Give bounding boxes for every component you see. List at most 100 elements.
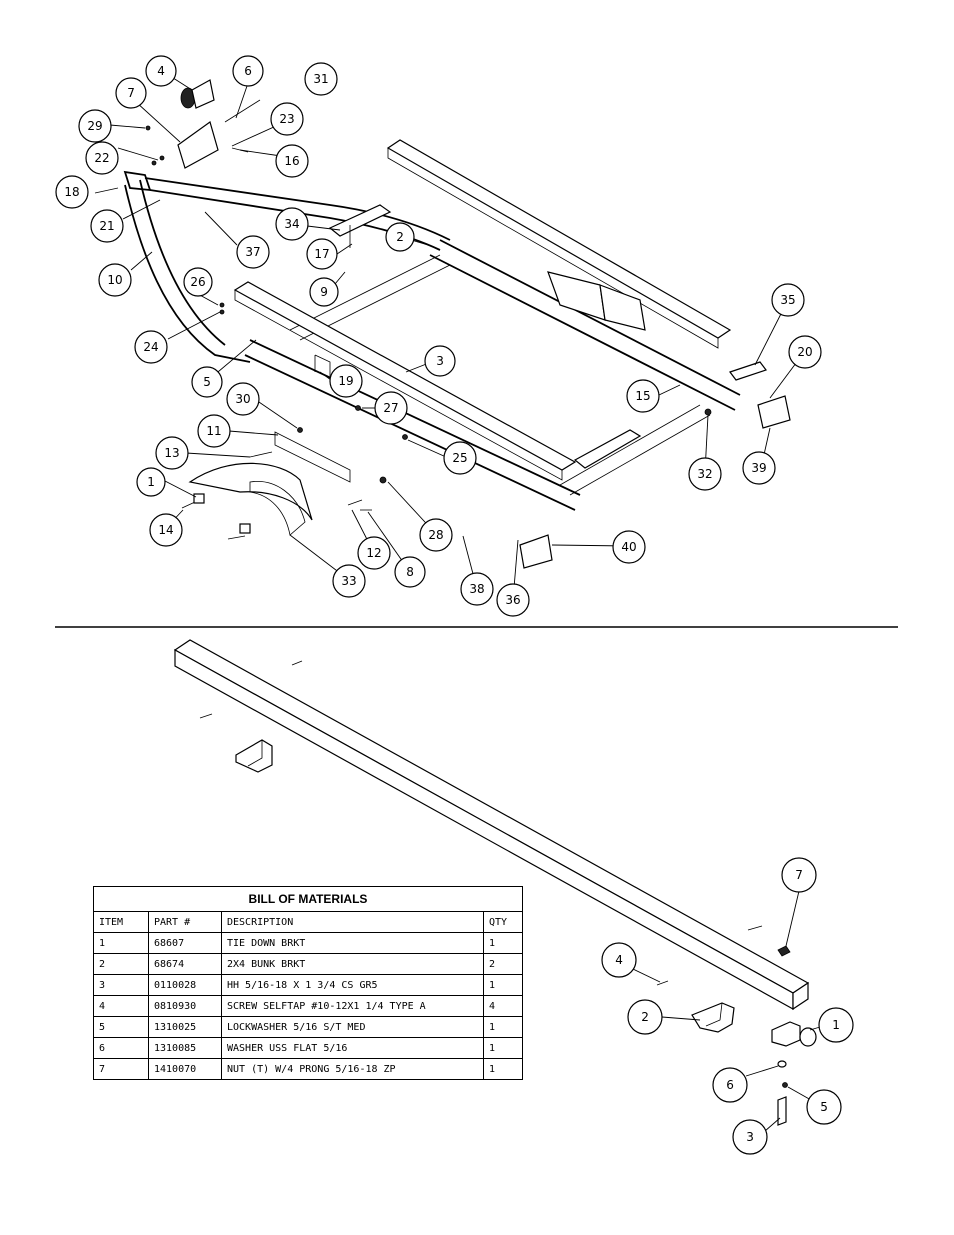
- description-cell: SCREW SELFTAP #10-12X1 1/4 TYPE A: [221, 995, 484, 1017]
- part-number-cell: 1310085: [148, 1037, 222, 1059]
- callout-balloon: 37: [236, 235, 270, 269]
- callout-balloon: 2: [627, 999, 663, 1035]
- callout-balloon: 31: [304, 62, 338, 96]
- callout-balloon: 35: [771, 283, 805, 317]
- bunk-board-detail: [173, 639, 817, 1126]
- callout-balloon: 30: [226, 382, 260, 416]
- callout-number: 12: [366, 546, 381, 560]
- callout-number: 5: [203, 375, 211, 389]
- column-header-qty: QTY: [483, 911, 523, 933]
- part-number-cell: 1410070: [148, 1058, 222, 1080]
- callout-balloon: 7: [115, 77, 147, 109]
- callout-balloon: 16: [275, 144, 309, 178]
- bom-title: BILL OF MATERIALS: [93, 886, 523, 912]
- callout-number: 19: [338, 374, 353, 388]
- callout-balloon: 28: [419, 518, 453, 552]
- callout-number: 11: [206, 424, 221, 438]
- callout-balloon: 6: [232, 55, 264, 87]
- callout-number: 37: [245, 245, 260, 259]
- callout-balloon: 4: [145, 55, 177, 87]
- callout-balloon: 19: [329, 364, 363, 398]
- part-number-cell: 0110028: [148, 974, 222, 996]
- callout-number: 35: [780, 293, 795, 307]
- callout-balloon: 7: [781, 857, 817, 893]
- callout-balloon: 13: [155, 436, 189, 470]
- callout-balloon: 8: [394, 556, 426, 588]
- callout-number: 24: [143, 340, 158, 354]
- callout-number: 7: [795, 868, 803, 882]
- callout-balloon: 3: [732, 1119, 768, 1155]
- qty-cell: 1: [483, 932, 523, 954]
- part-number-cell: 68674: [148, 953, 222, 975]
- callout-number: 25: [452, 451, 467, 465]
- description-cell: HH 5/16-18 X 1 3/4 CS GR5: [221, 974, 484, 996]
- callout-balloon: 23: [270, 102, 304, 136]
- callout-number: 14: [158, 523, 173, 537]
- callout-number: 21: [99, 219, 114, 233]
- callout-number: 3: [436, 354, 444, 368]
- callout-number: 4: [157, 64, 165, 78]
- callout-balloon: 24: [134, 330, 168, 364]
- callout-number: 23: [279, 112, 294, 126]
- callout-number: 28: [428, 528, 443, 542]
- callout-balloon: 34: [275, 207, 309, 241]
- callout-balloon: 1: [818, 1007, 854, 1043]
- callout-balloon: 26: [183, 267, 213, 297]
- trailer-frame-assembly: [94, 79, 791, 569]
- item-cell: 6: [93, 1037, 149, 1059]
- callout-number: 36: [505, 593, 520, 607]
- table-row: 4 0810930 SCREW SELFTAP #10-12X1 1/4 TYP…: [93, 995, 523, 1017]
- item-cell: 7: [93, 1058, 149, 1080]
- callout-balloon: 2: [385, 222, 415, 252]
- callout-balloon: 1: [136, 467, 166, 497]
- callout-number: 4: [615, 953, 623, 967]
- callout-number: 2: [396, 230, 404, 244]
- callout-balloon: 32: [688, 457, 722, 491]
- callout-balloon: 17: [306, 238, 338, 270]
- callout-number: 17: [314, 247, 329, 261]
- callout-number: 3: [746, 1130, 754, 1144]
- table-row: 3 0110028 HH 5/16-18 X 1 3/4 CS GR5 1: [93, 974, 523, 996]
- callout-number: 7: [127, 86, 135, 100]
- callout-number: 10: [107, 273, 122, 287]
- callout-balloon: 27: [374, 391, 408, 425]
- qty-cell: 1: [483, 1037, 523, 1059]
- callout-number: 31: [313, 72, 328, 86]
- callout-number: 2: [641, 1010, 649, 1024]
- callout-number: 30: [235, 392, 250, 406]
- callout-number: 22: [94, 151, 109, 165]
- description-cell: 2X4 BUNK BRKT: [221, 953, 484, 975]
- callout-balloon: 38: [460, 572, 494, 606]
- lower-leader-lines: [632, 890, 821, 1132]
- callout-number: 15: [635, 389, 650, 403]
- callout-number: 38: [469, 582, 484, 596]
- callout-number: 18: [64, 185, 79, 199]
- callout-number: 6: [726, 1078, 734, 1092]
- callout-balloon: 39: [742, 451, 776, 485]
- callout-balloon: 3: [424, 345, 456, 377]
- callout-number: 5: [820, 1100, 828, 1114]
- table-row: 2 68674 2X4 BUNK BRKT 2: [93, 953, 523, 975]
- lower-balloons: 7 4 2 1 6 5 3: [601, 857, 854, 1155]
- callout-number: 32: [697, 467, 712, 481]
- callout-number: 39: [751, 461, 766, 475]
- qty-cell: 1: [483, 1016, 523, 1038]
- part-number-cell: 68607: [148, 932, 222, 954]
- callout-balloon: 10: [98, 263, 132, 297]
- qty-cell: 4: [483, 995, 523, 1017]
- callout-number: 27: [383, 401, 398, 415]
- callout-number: 9: [320, 285, 328, 299]
- column-header-description: DESCRIPTION: [221, 911, 484, 933]
- callout-number: 20: [797, 345, 812, 359]
- part-number-cell: 1310025: [148, 1016, 222, 1038]
- qty-cell: 1: [483, 974, 523, 996]
- callout-balloon: 11: [197, 414, 231, 448]
- callout-number: 16: [284, 154, 299, 168]
- callout-balloon: 12: [357, 536, 391, 570]
- callout-balloon: 21: [90, 209, 124, 243]
- callout-number: 1: [147, 475, 155, 489]
- qty-cell: 2: [483, 953, 523, 975]
- callout-number: 40: [621, 540, 636, 554]
- callout-number: 1: [832, 1018, 840, 1032]
